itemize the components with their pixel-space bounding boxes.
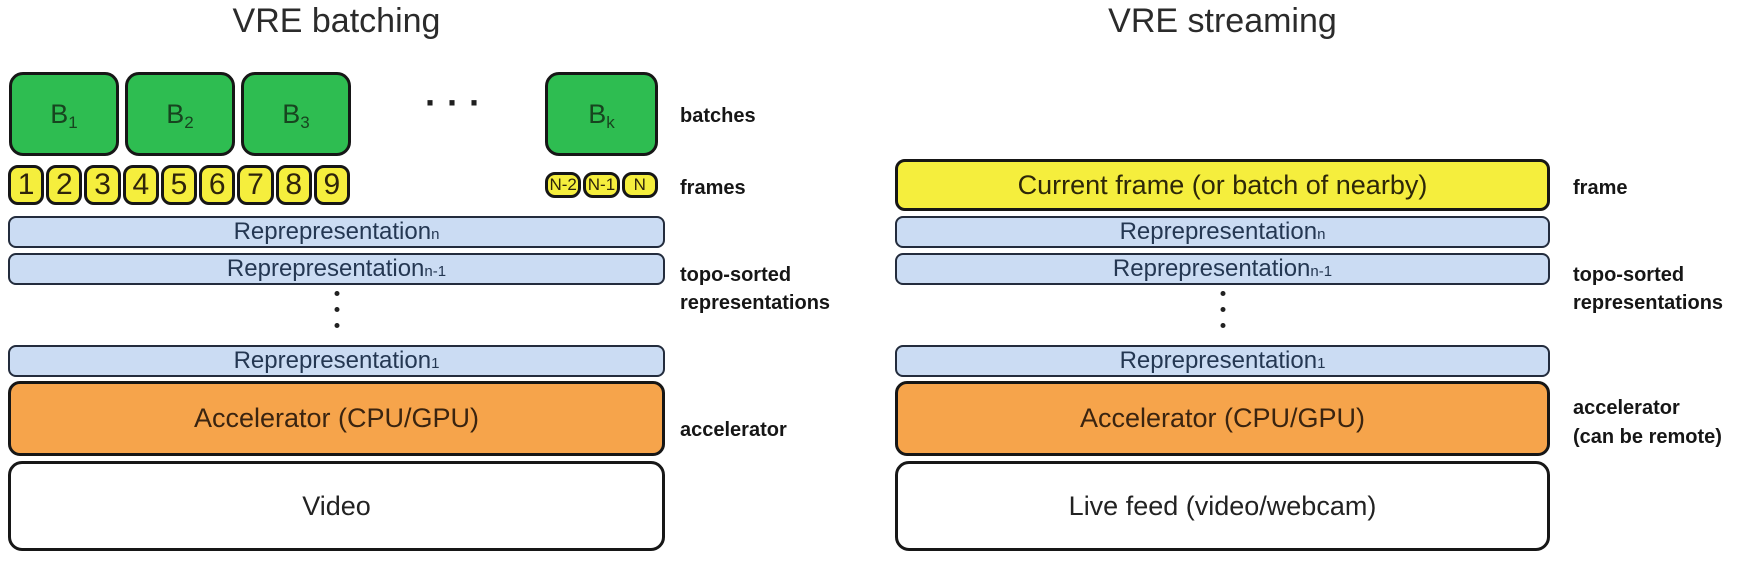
topo-sorted-label: topo-sorted representations [1573,261,1723,317]
batch-subscript: 3 [300,113,310,132]
batch-label: B [282,98,301,129]
frames-row-1-9: 1 2 3 4 5 6 7 8 9 [8,159,350,211]
streaming-title: VRE streaming [1108,2,1337,40]
representation-label: Reprepresentation [233,218,432,245]
topo-sorted-line2: representations [680,292,831,314]
topo-sorted-line1: topo-sorted [680,264,792,286]
frame-box: 1 [8,165,45,205]
frame-box: 6 [199,165,236,205]
vertical-ellipsis-icon [334,291,339,328]
batching-title: VRE batching [232,2,441,40]
vertical-ellipsis-icon [1220,291,1225,328]
representation-subscript: 1 [431,355,440,372]
accelerator-box: Accelerator (CPU/GPU) [895,381,1550,456]
frame-label: frame [1573,177,1628,199]
representation-subscript: n [431,226,440,243]
accelerator-line2: (can be remote) [1573,426,1722,448]
accelerator-remote-label: accelerator (can be remote) [1573,394,1722,452]
frame-box: N-1 [583,172,620,198]
frame-box: 2 [46,165,83,205]
representation-label: Reprepresentation [233,347,432,374]
representation-subscript: 1 [1317,355,1326,372]
frame-box: 8 [275,165,312,205]
representation-subscript: n-1 [424,263,447,280]
accelerator-line1: accelerator [1573,397,1680,419]
batch-subscript: 1 [68,113,78,132]
representation-subscript: n-1 [1310,263,1333,280]
frames-label: frames [680,177,746,199]
topo-sorted-label: topo-sorted representations [680,261,830,317]
streaming-column: VRE streaming Current frame (or batch of… [895,0,1550,569]
batch-subscript: k [606,113,615,132]
batch-label: B [50,98,69,129]
representation-label: Reprepresentation [226,255,425,282]
frame-box: 5 [160,165,198,205]
video-source-box: Video [8,461,665,551]
frame-box: 4 [122,165,159,205]
topo-sorted-line2: representations [1573,292,1724,314]
topo-sorted-line1: topo-sorted [1573,264,1685,286]
batches-label: batches [680,105,756,127]
frame-box: 7 [237,165,274,205]
frame-box: 9 [313,165,350,205]
batch-label: B [588,98,607,129]
batch-subscript: 2 [184,113,194,132]
frame-box: N [621,172,658,198]
representation-label: Reprepresentation [1119,347,1318,374]
representation-label: Reprepresentation [1112,255,1311,282]
accelerator-label: accelerator [680,419,787,441]
accelerator-box: Accelerator (CPU/GPU) [8,381,665,456]
frame-box: N-2 [545,172,582,198]
frames-row-tail: N-2 N-1 N [545,159,658,211]
frame-box: 3 [84,165,121,205]
current-frame-bar: Current frame (or batch of nearby) [895,159,1550,211]
horizontal-ellipsis-icon: ··· [425,82,491,123]
live-feed-source-box: Live feed (video/webcam) [895,461,1550,551]
representation-label: Reprepresentation [1119,218,1318,245]
batch-label: B [166,98,185,129]
representation-subscript: n [1317,226,1326,243]
